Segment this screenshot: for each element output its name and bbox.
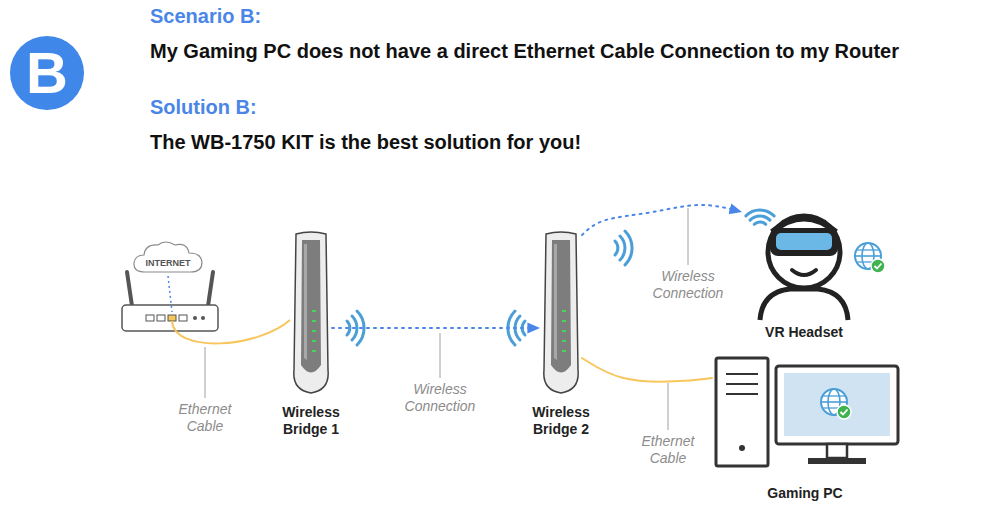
wifi-symbol bbox=[746, 210, 774, 216]
wireless-bridge-shape bbox=[562, 330, 566, 332]
wireless-bridge: Wireless Bridge 1 bbox=[290, 230, 332, 395]
node-label: INTERNET bbox=[131, 240, 205, 292]
wireless-bridge-shape bbox=[301, 240, 321, 373]
wifi-symbol bbox=[750, 216, 770, 220]
router bbox=[179, 315, 187, 321]
node-label: Wireless Bridge 2 bbox=[519, 404, 603, 438]
router bbox=[193, 316, 197, 320]
wireless-bridge-shape bbox=[562, 350, 566, 352]
wireless-bridge-shape bbox=[312, 330, 316, 332]
internet-cloud: INTERNET bbox=[131, 240, 205, 274]
cable-label: Ethernet Cable bbox=[163, 401, 247, 435]
gaming-pc: Gaming PC bbox=[712, 352, 902, 502]
gaming-pc-shape bbox=[726, 373, 758, 375]
internet-link bbox=[168, 276, 172, 312]
wireless-bridge-shape bbox=[304, 244, 307, 360]
leader-line bbox=[688, 208, 689, 265]
router bbox=[146, 315, 154, 321]
vr-headset-shape bbox=[768, 216, 840, 288]
wireless-link bbox=[582, 205, 742, 235]
wireless-bridge-shape bbox=[290, 230, 332, 395]
wireless-bridge-shape bbox=[544, 232, 578, 393]
ethernet-cable bbox=[172, 320, 290, 343]
leader-line bbox=[205, 208, 688, 430]
router bbox=[122, 272, 218, 331]
vr-headset-shape bbox=[776, 233, 832, 250]
wireless-bridge-shape bbox=[562, 340, 566, 342]
vr-headset-shape bbox=[760, 289, 848, 320]
router bbox=[201, 316, 205, 320]
wifi-symbol bbox=[615, 241, 618, 255]
gaming-pc-shape bbox=[726, 383, 758, 385]
wireless-bridge-shape bbox=[562, 310, 566, 312]
badge-circle-shape bbox=[10, 36, 84, 110]
gaming-pc-shape bbox=[726, 393, 758, 395]
node-label: B bbox=[10, 36, 84, 110]
badge-circle: B bbox=[10, 36, 84, 110]
router bbox=[157, 315, 165, 321]
wireless-bridge-shape bbox=[554, 244, 557, 360]
wireless-bridge-shape bbox=[294, 232, 328, 393]
scenario-text: My Gaming PC does not have a direct Ethe… bbox=[150, 40, 899, 63]
gaming-pc-shape bbox=[776, 366, 898, 444]
edge-label: Wireless Connection bbox=[398, 381, 482, 415]
gaming-pc-shape bbox=[784, 373, 890, 436]
solution-heading: Solution B: bbox=[150, 96, 257, 119]
gaming-pc-shape bbox=[712, 352, 902, 502]
node-label: VR Headset bbox=[742, 324, 866, 341]
wireless-bridge-shape bbox=[312, 310, 316, 312]
internet-link bbox=[168, 276, 172, 312]
wireless-bridge-shape bbox=[312, 340, 316, 342]
edge-label: Wireless Connection bbox=[646, 268, 730, 302]
gaming-pc-shape bbox=[808, 458, 866, 464]
node-label: Wireless Bridge 1 bbox=[269, 404, 353, 438]
scenario-heading: Scenario B: bbox=[150, 5, 261, 28]
vr-headset-shape bbox=[855, 243, 885, 273]
edge-label: Ethernet Cable bbox=[626, 433, 710, 467]
wifi-symbol bbox=[625, 231, 632, 265]
gaming-pc-shape bbox=[821, 389, 851, 419]
router bbox=[208, 272, 213, 306]
vr-headset-shape bbox=[792, 270, 816, 275]
router bbox=[168, 315, 176, 321]
wireless-link bbox=[332, 327, 540, 329]
gaming-pc-shape bbox=[827, 444, 847, 458]
ethernet-cable bbox=[172, 320, 290, 343]
wireless-bridge-shape bbox=[540, 230, 582, 395]
ethernet-cable bbox=[582, 358, 712, 382]
vr-headset-shape bbox=[742, 195, 892, 345]
router bbox=[127, 272, 132, 306]
wifi-symbol bbox=[754, 222, 765, 224]
internet-cloud-shape bbox=[131, 240, 205, 274]
wireless-bridge: Wireless Bridge 2 bbox=[540, 230, 582, 395]
node-label: Gaming PC bbox=[745, 485, 865, 502]
wireless-bridge-shape bbox=[551, 240, 571, 373]
vr-headset: VR Headset bbox=[742, 195, 892, 345]
solution-text: The WB-1750 KIT is the best solution for… bbox=[150, 131, 581, 154]
wireless-bridge-shape bbox=[312, 320, 316, 322]
wireless-bridge-shape bbox=[562, 320, 566, 322]
wireless-bridge-shape bbox=[312, 350, 316, 352]
leader-line bbox=[440, 333, 441, 378]
router bbox=[122, 305, 218, 331]
gaming-pc-shape bbox=[739, 445, 745, 451]
gaming-pc-shape bbox=[716, 358, 768, 466]
leader-line bbox=[205, 347, 206, 398]
wifi-symbol bbox=[620, 236, 625, 260]
vr-headset-shape bbox=[770, 228, 838, 256]
leader-line bbox=[668, 383, 669, 430]
